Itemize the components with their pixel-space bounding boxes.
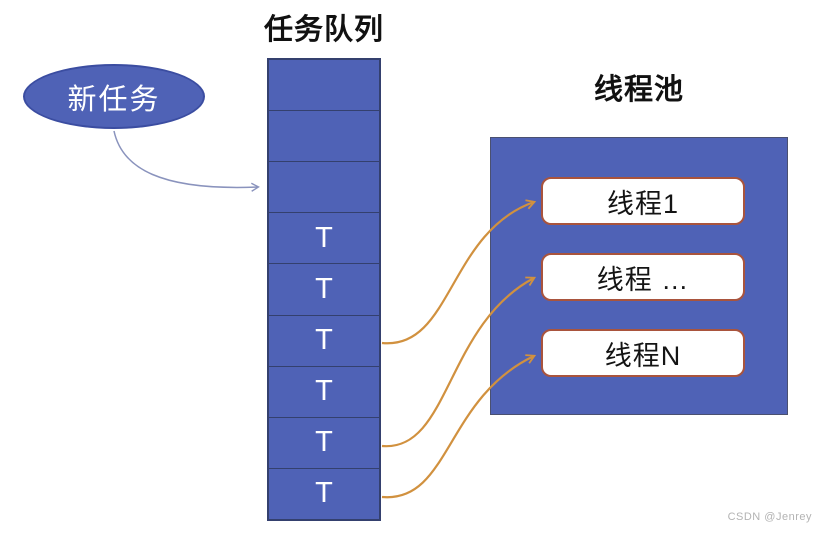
queue-cell — [269, 161, 379, 212]
queue-cell: T — [269, 212, 379, 263]
queue-cell: T — [269, 365, 379, 417]
thread-box-1: 线程1 — [541, 177, 745, 225]
queue-cell: T — [269, 416, 379, 468]
thread-pool-title: 线程池 — [593, 74, 684, 106]
new-task-label: 新任务 — [67, 83, 161, 116]
csdn-watermark: CSDN @Jenrey — [727, 511, 812, 523]
task-queue: T T T T T T — [267, 58, 381, 521]
queue-cell: T — [269, 314, 379, 366]
queue-cell: T — [269, 263, 379, 314]
thread-box-n: 线程N — [541, 329, 745, 377]
new-task-ellipse: 新任务 — [23, 64, 205, 129]
thread-pool-panel: 线程1 线程 … 线程N — [490, 137, 788, 415]
new-task-to-queue-arrow — [113, 130, 260, 192]
queue-cell — [269, 110, 379, 161]
task-queue-title: 任务队列 — [263, 14, 384, 46]
thread-box-ellipsis: 线程 … — [541, 253, 745, 301]
queue-cell — [269, 60, 379, 110]
queue-cell: T — [269, 467, 379, 519]
